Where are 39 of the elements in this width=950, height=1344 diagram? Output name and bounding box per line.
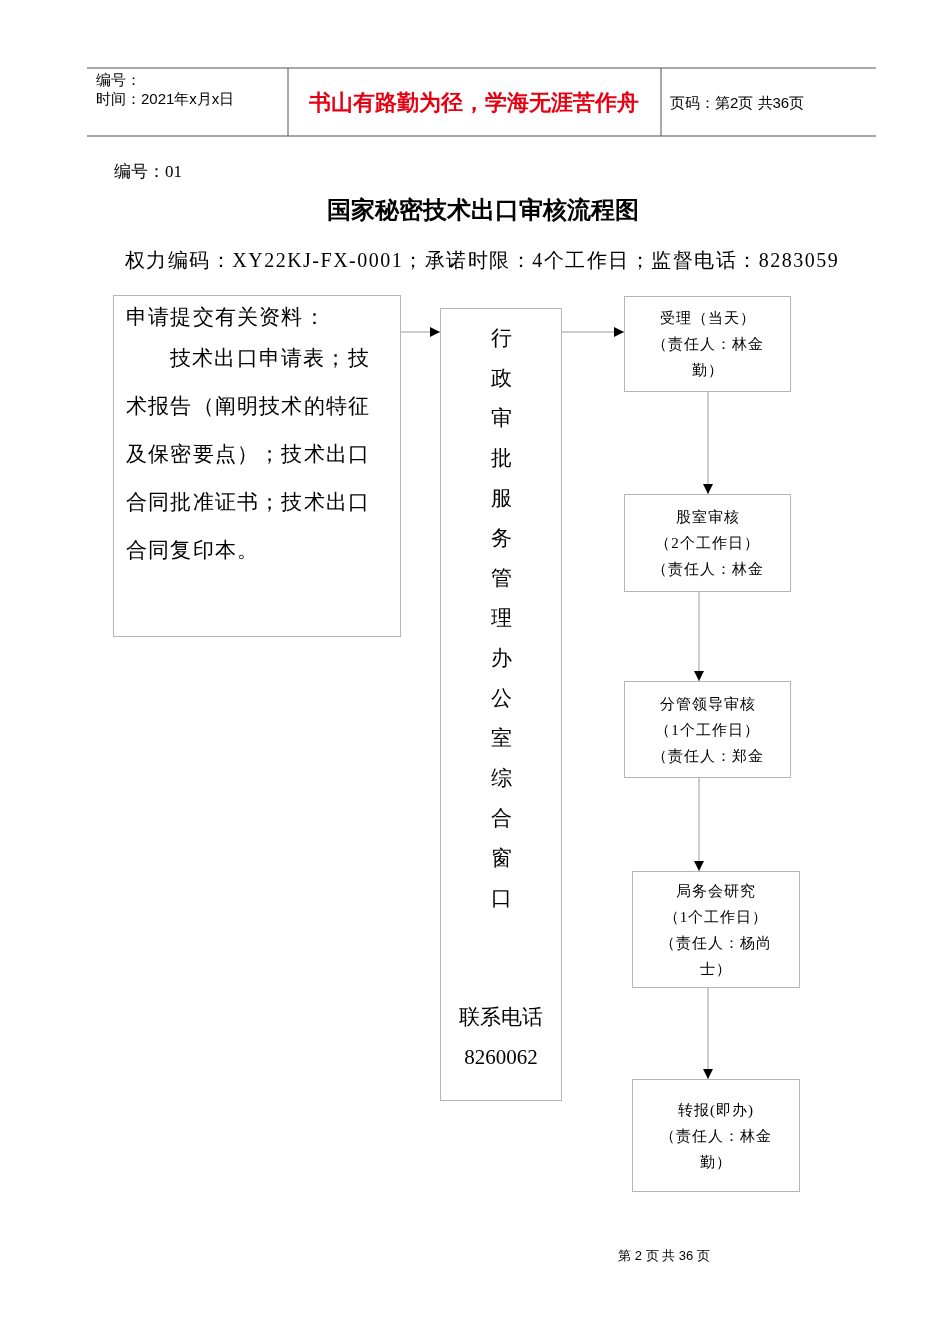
step-title: 分管领导审核 [659, 694, 756, 714]
step-detail: （责任人：林金勤） [650, 335, 765, 380]
info-line: 权力编码：XY22KJ-FX-0001；承诺时限：4个工作日；监督电话：8283059 [124, 247, 840, 273]
step-title: 局务会研究 [676, 881, 756, 901]
box-heading: 申请提交有关资料： [126, 304, 326, 331]
step-detail: （责任人：杨尚士） [659, 933, 773, 979]
arrow [694, 591, 704, 682]
arrow [561, 327, 625, 337]
arrow [703, 391, 713, 495]
diagram-title: 国家秘密技术出口审核流程图 [327, 195, 639, 225]
step-title: 股室审核 [675, 508, 740, 527]
step-detail: （责任人：林金勤） [659, 1126, 773, 1172]
process-box [624, 494, 791, 592]
arrow [400, 327, 441, 337]
arrow [694, 777, 704, 872]
page-number-text: 页码：第2页 共36页 [670, 93, 805, 113]
phone-label: 联系电话 [459, 1004, 543, 1031]
process-box [624, 296, 791, 392]
page-footer: 第 2 页 共 36 页 [618, 1247, 710, 1265]
process-box [632, 1079, 800, 1192]
requirements-box [113, 295, 401, 637]
step-detail: （2个工作日） [655, 534, 760, 553]
phone-number: 8260062 [464, 1044, 538, 1071]
process-box [632, 871, 800, 988]
document-number-label: 编号： [96, 70, 141, 90]
step-detail: （责任人：郑金 [651, 746, 764, 766]
form-number-text: 编号：01 [114, 161, 182, 183]
step-detail: （责任人：林金 [651, 560, 764, 579]
date-text: 时间：2021年x月x日 [96, 89, 235, 109]
step-detail: （1个工作日） [663, 907, 769, 927]
process-box [624, 681, 791, 778]
step-title: 转报(即办) [678, 1100, 754, 1120]
step-detail: （1个工作日） [655, 720, 760, 740]
box-text: 技术出口申请表；技术报告（阐明技术的特征及保密要点）；技术出口合同批准证书；技术出口合同复印本。 [126, 345, 372, 564]
vertical-label: 行政审批服务管理办公室综合窗口 [490, 325, 512, 912]
motto-text: 书山有路勤为径，学海无涯苦作舟 [309, 89, 639, 117]
step-title: 受理（当天） [659, 309, 756, 328]
arrow [703, 987, 713, 1080]
service-window-box [440, 308, 562, 1101]
